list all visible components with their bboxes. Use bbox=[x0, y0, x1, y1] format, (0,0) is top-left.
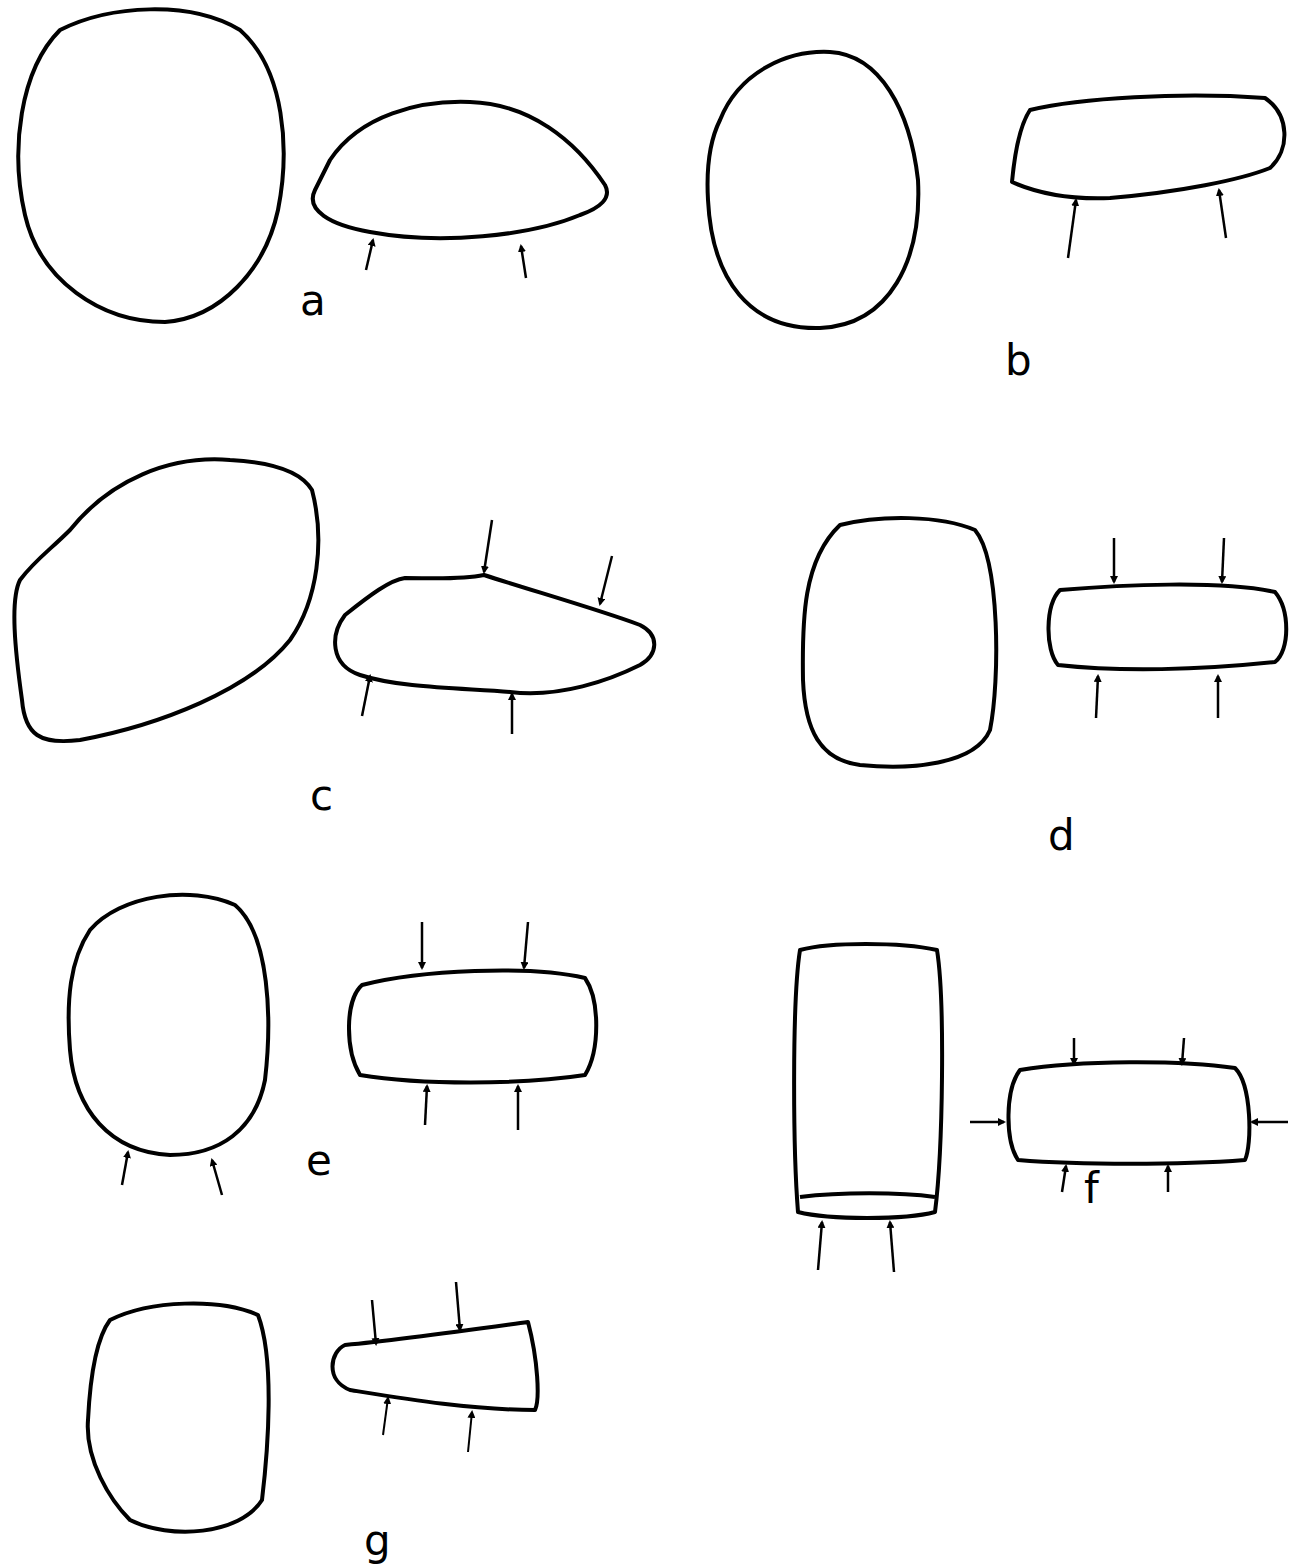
figure-letter: d bbox=[1048, 815, 1075, 857]
stone-facet bbox=[800, 1193, 935, 1197]
figure-letter: c bbox=[310, 775, 333, 817]
stone-plan bbox=[803, 518, 996, 767]
stone-section bbox=[335, 575, 654, 693]
figure-letter: f bbox=[1084, 1168, 1099, 1210]
pressure-arrows bbox=[383, 1398, 472, 1452]
stone-section bbox=[1012, 96, 1284, 199]
stone-section bbox=[333, 1322, 538, 1410]
stone-plan bbox=[69, 895, 269, 1155]
figure-letter: a bbox=[300, 280, 326, 322]
figure-letter: g bbox=[364, 1520, 391, 1562]
stone-plan bbox=[88, 1304, 269, 1532]
stone-section bbox=[1008, 1062, 1249, 1164]
stone-section bbox=[313, 102, 607, 238]
stone-plan bbox=[708, 52, 919, 328]
pressure-arrows bbox=[122, 190, 1288, 1344]
figure-letter: e bbox=[306, 1140, 332, 1182]
stone-plan bbox=[18, 9, 283, 322]
stone-section bbox=[1048, 585, 1286, 670]
figure-letter: b bbox=[1005, 340, 1032, 382]
stone-plan bbox=[14, 459, 318, 741]
stone-section bbox=[349, 971, 596, 1083]
stone-plan bbox=[794, 944, 942, 1218]
